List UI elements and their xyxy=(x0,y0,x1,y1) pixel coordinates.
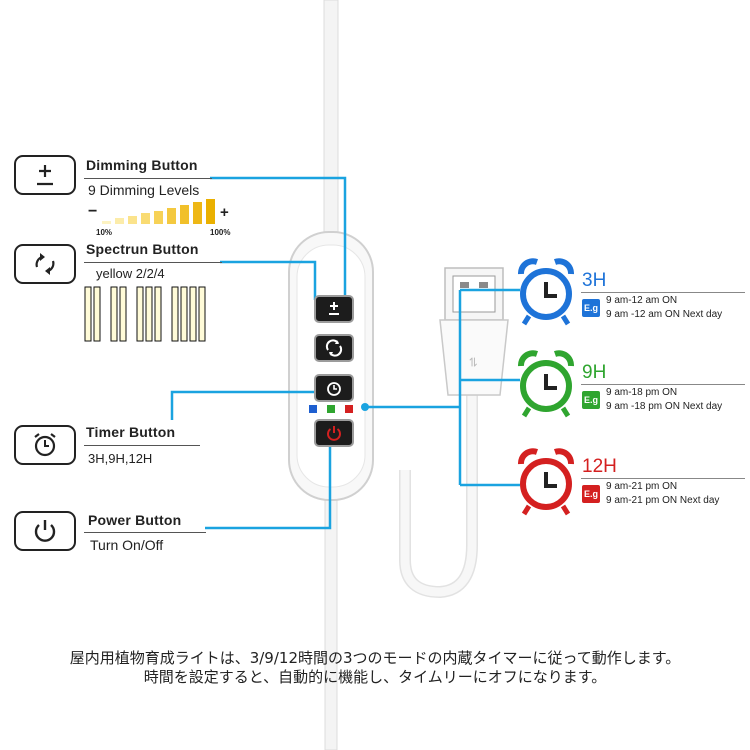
caption-line-2: 時間を設定すると、自動的に機能し、タイムリーにオフになります。 xyxy=(143,668,607,686)
dimming-level-bars xyxy=(102,199,215,224)
dimming-icon-box xyxy=(14,155,76,195)
timer-mode-line2: 9 am -12 am ON Next day xyxy=(606,309,723,320)
timer-mode-line1: 9 am-21 pm ON xyxy=(606,481,678,492)
timer-mode-label: 12H xyxy=(582,456,617,477)
dimming-min-sign: − xyxy=(88,203,98,220)
indicator-led-red xyxy=(345,405,353,413)
alarm-clock-icon xyxy=(518,258,574,326)
spectrum-subtitle: yellow 2/2/4 xyxy=(96,266,165,281)
spectrum-title: Spectrun Button xyxy=(86,241,199,257)
plus-minus-icon xyxy=(37,165,53,186)
dimming-max-sign: + xyxy=(220,204,229,221)
spectrum-led-bars xyxy=(84,286,206,342)
indicator-led-blue xyxy=(309,405,317,413)
power-icon-box xyxy=(14,511,76,551)
dimming-max-label: 100% xyxy=(210,228,231,237)
plus-minus-icon xyxy=(329,302,339,315)
power-icon xyxy=(327,426,341,441)
timer-mode-label: 9H xyxy=(582,362,607,383)
eg-badge: E.g xyxy=(582,485,600,503)
dimming-underline xyxy=(84,178,212,179)
caption-line-1: 屋内用植物育成ライトは、3/9/12時間の3つのモードの内蔵タイマーに従って動作… xyxy=(69,649,681,667)
timer-subtitle: 3H,9H,12H xyxy=(88,451,153,466)
svg-text:⇌: ⇌ xyxy=(466,357,480,367)
timer-mode-line2: 9 am-21 pm ON Next day xyxy=(606,495,720,506)
spectrum-physical-button[interactable] xyxy=(314,334,354,362)
eg-badge: E.g xyxy=(582,299,600,317)
timer-title: Timer Button xyxy=(86,424,176,440)
spectrum-icon-box xyxy=(14,244,76,284)
timer-underline xyxy=(84,445,200,446)
timer-mode-line1: 9 am-12 am ON xyxy=(606,295,678,306)
timer-physical-button[interactable] xyxy=(314,374,354,402)
timer-mode-12h: 12H E.g 9 am-21 pm ON 9 am-21 pm ON Next… xyxy=(515,448,745,518)
alarm-clock-icon xyxy=(518,350,574,418)
alarm-clock-icon xyxy=(34,433,56,457)
timer-mode-9h: 9H E.g 9 am-18 pm ON 9 am -18 pm ON Next… xyxy=(515,350,745,420)
timer-mode-3h: 3H E.g 9 am-12 am ON 9 am -12 am ON Next… xyxy=(515,258,745,328)
power-physical-button[interactable] xyxy=(314,419,354,447)
power-icon xyxy=(34,520,56,542)
alarm-clock-icon xyxy=(327,382,341,396)
dimming-min-label: 10% xyxy=(96,228,113,237)
timer-mode-line2: 9 am -18 pm ON Next day xyxy=(606,401,723,412)
power-title: Power Button xyxy=(88,512,182,528)
eg-badge: E.g xyxy=(582,391,600,409)
timer-mode-underline xyxy=(581,292,745,293)
timer-mode-underline xyxy=(581,384,745,385)
dimming-subtitle: 9 Dimming Levels xyxy=(88,182,200,198)
timer-mode-label: 3H xyxy=(582,270,607,291)
dimming-title: Dimming Button xyxy=(86,157,198,173)
timer-icon-box xyxy=(14,425,76,465)
dimming-physical-button[interactable] xyxy=(314,295,354,323)
alarm-clock-icon xyxy=(518,448,574,516)
spectrum-underline xyxy=(84,262,222,263)
power-subtitle: Turn On/Off xyxy=(90,537,164,553)
cycle-arrows-icon xyxy=(35,253,55,275)
cycle-arrows-icon xyxy=(325,339,343,357)
indicator-led-green xyxy=(327,405,335,413)
timer-mode-underline xyxy=(581,478,745,479)
power-underline xyxy=(84,532,206,533)
timer-mode-line1: 9 am-18 pm ON xyxy=(606,387,678,398)
